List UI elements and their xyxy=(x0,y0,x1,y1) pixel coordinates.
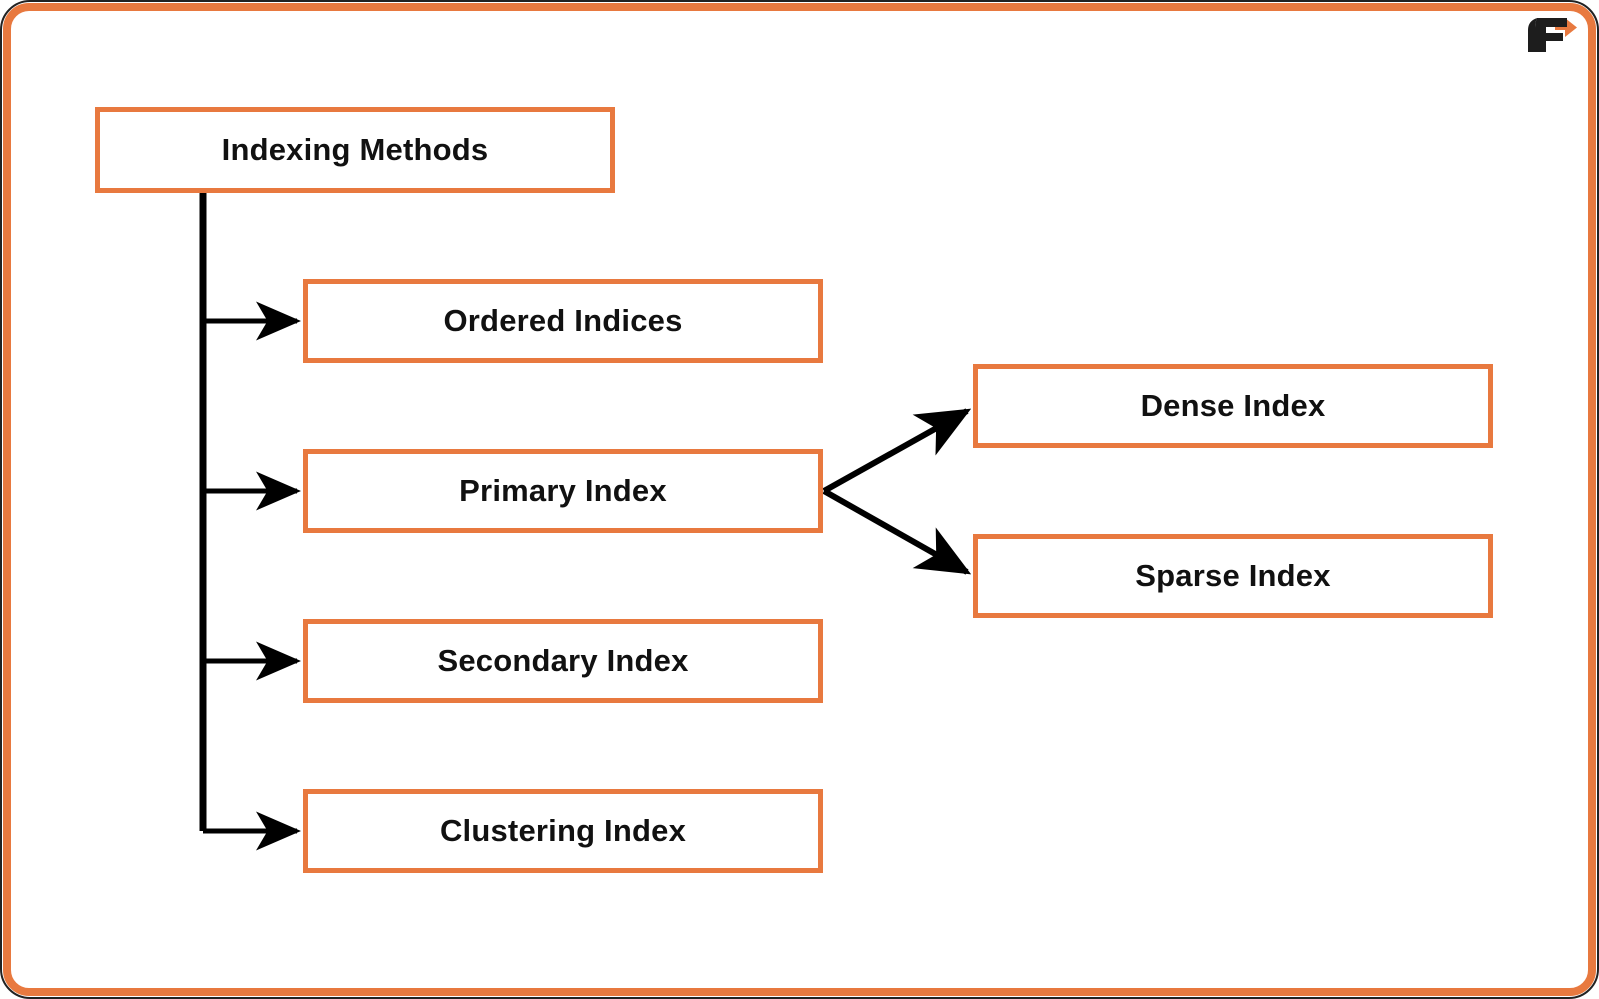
node-secondary-index[interactable]: Secondary Index xyxy=(303,619,823,703)
node-label: Primary Index xyxy=(459,473,667,508)
node-label: Clustering Index xyxy=(439,813,687,848)
node-clustering-index[interactable]: Clustering Index xyxy=(303,789,823,873)
node-ordered-indices[interactable]: Ordered Indices xyxy=(303,279,823,363)
node-label: Secondary Index xyxy=(437,643,689,678)
node-label: Indexing Methods xyxy=(221,132,489,167)
node-primary-index[interactable]: Primary Index xyxy=(303,449,823,533)
edge-primary-to-dense xyxy=(822,408,972,494)
node-label: Ordered Indices xyxy=(443,303,683,338)
node-dense-index[interactable]: Dense Index xyxy=(973,364,1493,448)
node-indexing-methods[interactable]: Indexing Methods xyxy=(95,107,615,193)
edge-primary-to-sparse xyxy=(822,488,972,575)
node-label: Dense Index xyxy=(1140,388,1326,423)
node-label: Sparse Index xyxy=(1135,558,1331,593)
node-sparse-index[interactable]: Sparse Index xyxy=(973,534,1493,618)
f-chevron-logo xyxy=(1528,18,1577,52)
